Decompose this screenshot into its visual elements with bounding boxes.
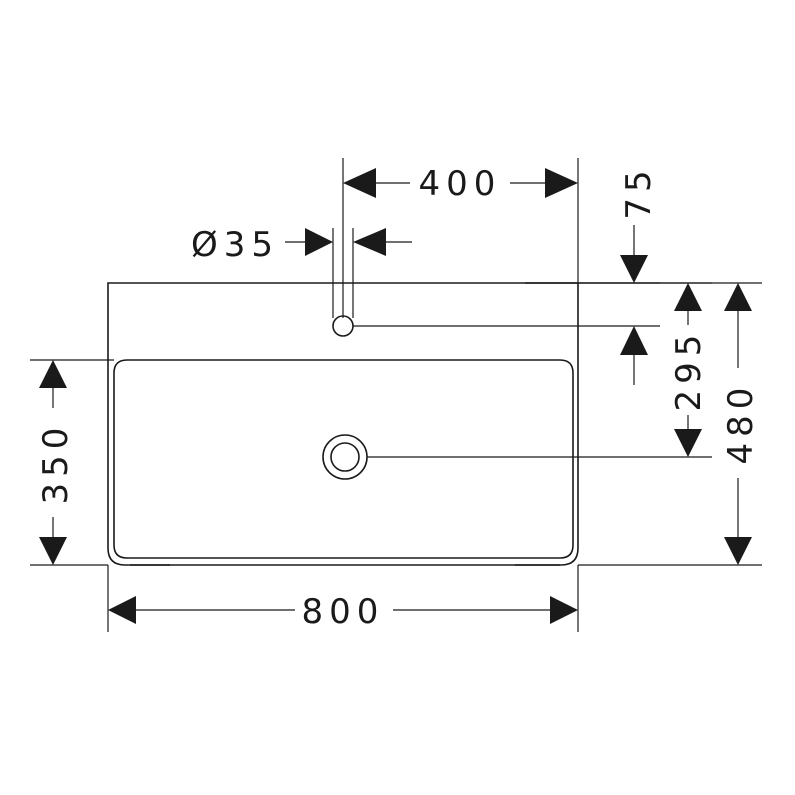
bowl-outline bbox=[113, 359, 574, 559]
dim-480-label: 480 bbox=[721, 382, 761, 465]
drain bbox=[322, 434, 368, 480]
dim-350-label: 350 bbox=[36, 422, 76, 505]
dim-350: 350 bbox=[30, 359, 114, 566]
dim-480: 480 bbox=[578, 282, 762, 566]
dim-295-label: 295 bbox=[669, 329, 709, 412]
dim-400-label: 400 bbox=[419, 164, 502, 204]
tap-hole bbox=[332, 315, 354, 337]
dim-75: 75 bbox=[353, 164, 660, 385]
dim-295: 295 bbox=[367, 282, 712, 458]
basin-outline bbox=[107, 282, 579, 566]
dim-diameter-35-label: Ø35 bbox=[191, 225, 279, 265]
dim-800: 800 bbox=[107, 565, 579, 632]
dim-400: 400 bbox=[342, 158, 579, 318]
dim-75-label: 75 bbox=[619, 164, 659, 219]
dim-diameter-35: Ø35 bbox=[191, 225, 412, 318]
dim-800-label: 800 bbox=[302, 592, 385, 632]
